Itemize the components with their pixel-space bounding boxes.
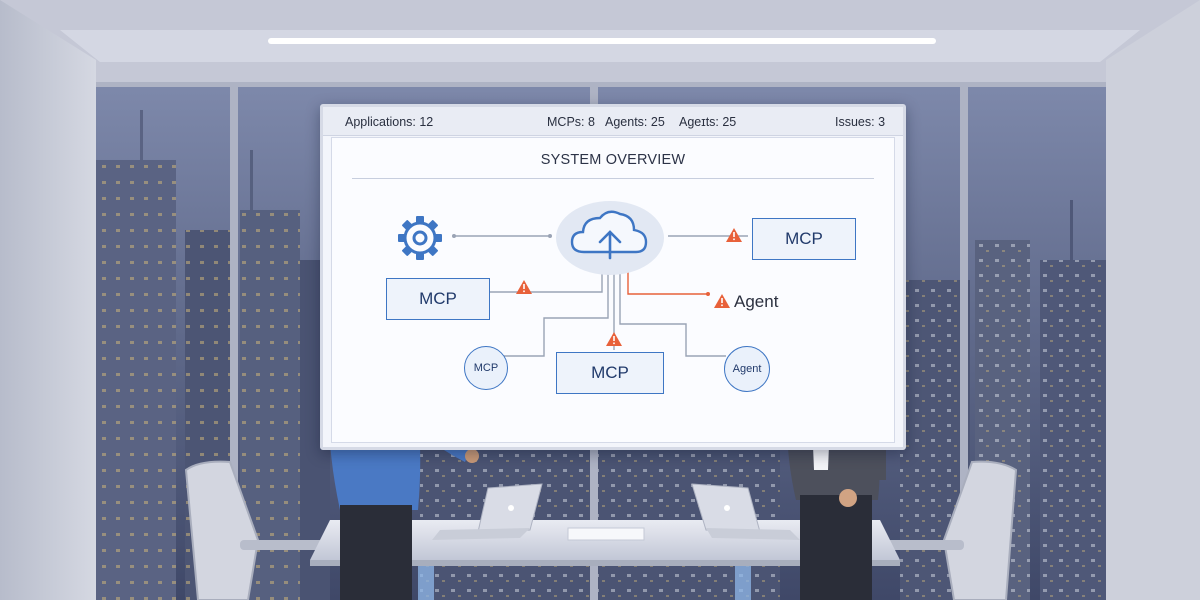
warning-icon — [714, 294, 730, 308]
warning-icon — [516, 280, 532, 294]
warning-icon — [726, 228, 742, 242]
stat-agents-duplicate: Ageɪts: 25 — [679, 115, 737, 129]
agent-node-right[interactable]: Agent — [734, 292, 779, 311]
cloud-upload-icon[interactable] — [552, 198, 668, 278]
warning-icon — [606, 332, 622, 346]
title-divider — [352, 178, 874, 179]
left-wall — [0, 0, 96, 600]
gear-icon[interactable] — [392, 212, 448, 264]
agent-node-circle[interactable]: Agent — [724, 346, 770, 392]
ceiling-panel — [60, 30, 1140, 62]
laptop-right — [691, 483, 800, 540]
system-overview-display: Applications: 12 MCPs: 8 Agents: 25 Ageɪ… — [320, 104, 906, 450]
chair-right — [874, 460, 1018, 600]
stats-bar: Applications: 12 MCPs: 8 Agents: 25 Ageɪ… — [323, 107, 903, 136]
chair-left — [184, 460, 330, 600]
stat-issues: Issues: 3 — [835, 115, 886, 129]
right-wall — [1106, 0, 1200, 600]
mcp-node-circle[interactable]: MCP — [464, 346, 508, 390]
mcp-node-center[interactable]: MCP — [556, 352, 664, 394]
laptop-left — [432, 483, 543, 540]
stat-applications: Applications: 12 — [345, 115, 434, 129]
ceiling-light — [268, 38, 936, 44]
stat-agents: Agents: 25 — [605, 115, 665, 129]
stat-mcps: MCPs: 8 — [547, 115, 595, 129]
mcp-node-top-right[interactable]: MCP — [752, 218, 856, 260]
mcp-node-left[interactable]: MCP — [386, 278, 490, 320]
overview-title: SYSTEM OVERVIEW — [540, 152, 686, 168]
overview-screen: SYSTEM OVERVIEW — [331, 137, 895, 443]
